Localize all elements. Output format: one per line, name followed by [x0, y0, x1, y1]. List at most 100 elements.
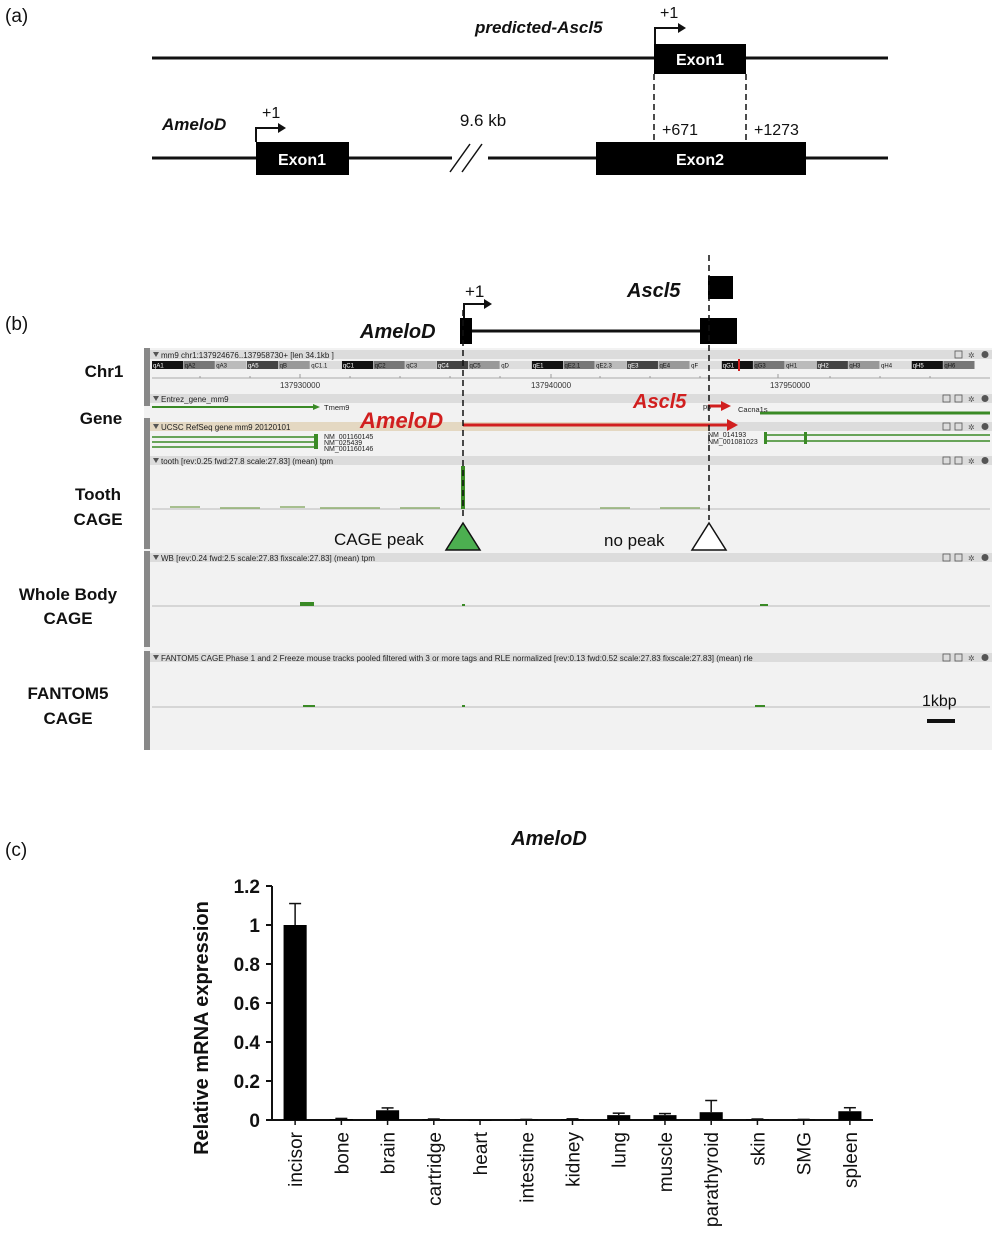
y-axis-label: Relative mRNA expression: [191, 901, 213, 1155]
bar-parathyroid: [699, 1112, 723, 1120]
entrez-copy-icon[interactable]: [954, 394, 963, 403]
chr-download-icon[interactable]: [954, 350, 963, 359]
panel-b-label: (b): [5, 314, 28, 335]
chr-band-label: qC2: [375, 364, 387, 370]
y-tick-label: 0.8: [234, 955, 260, 976]
entrez-close-icon[interactable]: [981, 395, 989, 402]
tooth-close-icon[interactable]: [981, 457, 989, 464]
cacna1s-label: Cacna1s: [738, 405, 768, 414]
browser-left-bar-f5: [144, 651, 150, 750]
amelod-tss-arrow: [255, 127, 280, 142]
f5-settings-icon[interactable]: ✲: [968, 654, 975, 663]
chr-band: [436, 361, 469, 369]
chr-band-label: qC1.1: [311, 364, 328, 370]
entrez-track-collapse-icon[interactable]: [153, 396, 159, 401]
browser-left-bar-wb: [144, 551, 150, 647]
wb-track-collapse-icon[interactable]: [153, 555, 159, 560]
wb-close-icon[interactable]: [981, 554, 989, 561]
chr-band-label: qH5: [913, 364, 925, 370]
tooth-track-collapse-icon[interactable]: [153, 458, 159, 463]
f5-download-icon[interactable]: [942, 653, 951, 662]
wb-track-header: [150, 553, 992, 562]
tooth-track-controls: ✲: [942, 456, 989, 466]
y-tick-label: 0.2: [234, 1072, 260, 1093]
chr-track-collapse-icon[interactable]: [153, 352, 159, 357]
entrez-settings-icon[interactable]: ✲: [968, 395, 975, 404]
row-label-wb-2: CAGE: [43, 609, 92, 628]
ucsc-settings-icon[interactable]: ✲: [968, 423, 975, 432]
wb-track-controls: ✲: [942, 553, 989, 563]
chr-band: [468, 361, 500, 369]
chr-band: [753, 361, 785, 369]
amelod-exon1: [256, 142, 349, 175]
chr-track-controls: ✲: [954, 350, 989, 360]
chr-band: [152, 361, 184, 369]
x-tick-label-bone: bone: [332, 1132, 353, 1174]
f5-track-collapse-icon[interactable]: [153, 655, 159, 660]
chr-band-label: qA1: [153, 364, 164, 370]
nm-left-2: NM_025439: [324, 440, 362, 447]
amelod-model-label: AmeloD: [359, 321, 436, 343]
f5-copy-icon[interactable]: [954, 653, 963, 662]
tooth-copy-icon[interactable]: [954, 456, 963, 465]
bar-incisor: [283, 925, 307, 1120]
entrez-download-icon[interactable]: [942, 394, 951, 403]
chr-band: [215, 361, 247, 369]
chr-band-label: qC3: [406, 364, 418, 370]
chr-band-label: qA3: [216, 364, 227, 370]
row-label-tooth-2: CAGE: [73, 510, 122, 529]
chr-band: [500, 361, 532, 369]
chr-band-label: qA2: [185, 364, 196, 370]
row-label-chr1: Chr1: [85, 362, 124, 381]
predicted-ascl5-tss-arrow: [654, 27, 680, 44]
row-label-f5-2: CAGE: [43, 709, 92, 728]
ucsc-copy-icon[interactable]: [954, 422, 963, 431]
predicted-ascl5-tss-arrowhead: [678, 23, 686, 33]
row-label-f5-1: FANTOM5: [28, 684, 109, 703]
x-tick-label-lung: lung: [610, 1132, 631, 1168]
x-tick-label-muscle: muscle: [656, 1132, 677, 1192]
tooth-settings-icon[interactable]: ✲: [968, 457, 975, 466]
wb-download-icon[interactable]: [942, 553, 951, 562]
nm-left-1: NM_001160145: [324, 434, 373, 441]
tooth-download-icon[interactable]: [942, 456, 951, 465]
panel-b: (b) Ascl5 AmeloD +1 Chr1 Gene Tooth CAGE…: [5, 255, 992, 750]
x-tick-label-skin: skin: [748, 1132, 769, 1166]
wb-copy-icon[interactable]: [954, 553, 963, 562]
amelod-model-tss-label: +1: [465, 282, 484, 301]
chr-band: [721, 361, 753, 369]
ucsc-close-icon[interactable]: [981, 423, 989, 430]
amelod-exon2: [596, 142, 806, 175]
tooth-track-title: tooth [rev:0.25 fwd:27.8 scale:27.83] (m…: [161, 457, 333, 466]
browser-left-bar-chr: [144, 348, 150, 406]
panel-a-label: (a): [5, 6, 28, 27]
chr-band-label: qH1: [786, 364, 798, 370]
f5-close-icon[interactable]: [981, 654, 989, 661]
ucsc-download-icon[interactable]: [942, 422, 951, 431]
x-tick-label-brain: brain: [379, 1132, 400, 1174]
chr-coord-1: 137930000: [280, 381, 321, 390]
chr-close-icon[interactable]: [981, 351, 989, 358]
nm-right-1: NM_014193: [708, 432, 746, 439]
row-label-tooth-1: Tooth: [75, 485, 121, 504]
chr-band-label: qC5: [470, 364, 482, 370]
ascl5-red-label: Ascl5: [632, 391, 687, 413]
chr-band-label: qC4: [438, 364, 450, 370]
chr-settings-icon[interactable]: ✲: [968, 351, 975, 360]
chr-band-label: qE1: [533, 364, 544, 370]
nm-transcripts-left: [152, 434, 318, 449]
ucsc-track-title: UCSC RefSeq gene mm9 20120101: [161, 423, 291, 432]
ucsc-track-collapse-icon[interactable]: [153, 424, 159, 429]
y-tick-label: 1: [249, 916, 260, 937]
position-end-label: +1273: [754, 122, 799, 139]
x-tick-label-intestine: intestine: [517, 1132, 538, 1203]
wb-settings-icon[interactable]: ✲: [968, 554, 975, 563]
chr-band: [310, 361, 342, 369]
chr-band-label: qC1: [343, 364, 355, 370]
chr-band-label: qH6: [944, 364, 956, 370]
amelod-model-exon2: [700, 318, 737, 344]
wb-track-title: WB [rev:0.24 fwd:2.5 scale:27.83 fixscal…: [161, 554, 375, 563]
row-label-gene: Gene: [80, 409, 123, 428]
